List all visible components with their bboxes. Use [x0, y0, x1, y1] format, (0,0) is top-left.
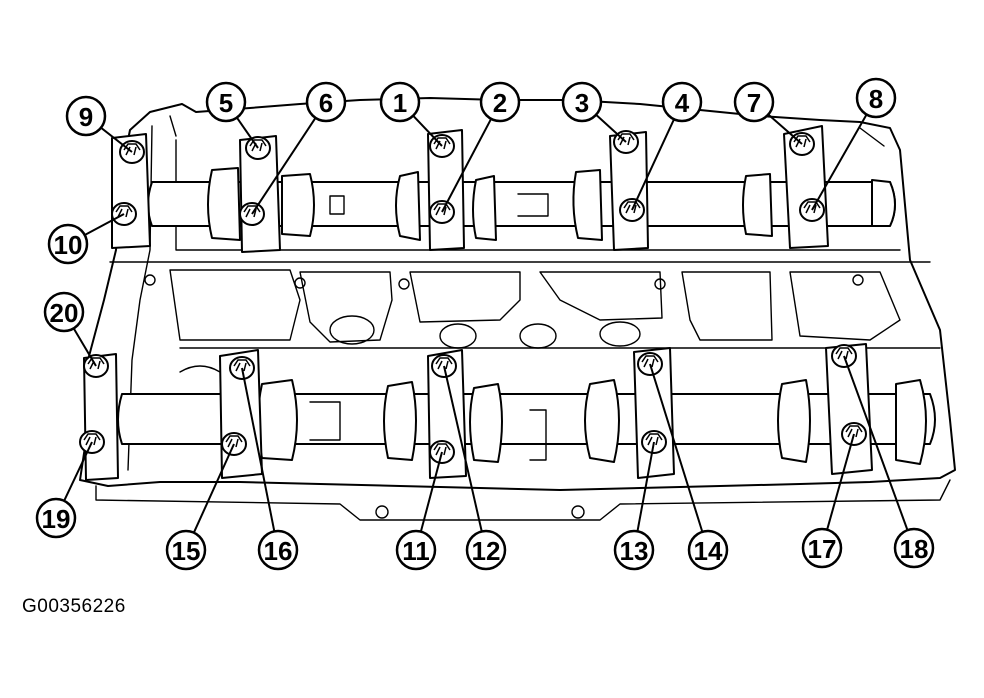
callout-number: 3 [575, 88, 589, 118]
figure-id: G00356226 [22, 596, 126, 617]
callout-15: 15 [165, 529, 207, 571]
leader-line-19 [63, 441, 93, 502]
callout-number: 19 [42, 504, 71, 534]
leader-line-12 [443, 365, 483, 532]
leader-line-3 [595, 114, 627, 143]
callout-3: 3 [561, 81, 603, 123]
callout-number: 17 [808, 534, 837, 564]
callout-1: 1 [379, 81, 421, 123]
callout-4: 4 [661, 81, 703, 123]
leader-line-20 [72, 327, 97, 367]
callout-number: 1 [393, 88, 407, 118]
upper-camshaft [147, 167, 896, 241]
callout-20: 20 [43, 291, 85, 333]
leader-line-6 [251, 117, 317, 215]
callout-number: 4 [675, 88, 690, 118]
callout-number: 8 [869, 84, 883, 114]
leader-line-9 [100, 126, 133, 153]
callout-number: 20 [50, 298, 79, 328]
callout-number: 5 [219, 88, 233, 118]
leader-line-17 [826, 433, 855, 530]
callout-10: 10 [47, 223, 89, 265]
callout-number: 12 [472, 536, 501, 566]
callout-number: 14 [694, 536, 723, 566]
callout-number: 9 [79, 102, 93, 132]
callout-number: 16 [264, 536, 293, 566]
callout-number: 6 [319, 88, 333, 118]
callout-8: 8 [855, 77, 897, 119]
callout-number: 15 [172, 536, 201, 566]
leader-lines [63, 113, 909, 534]
callout-2: 2 [479, 81, 521, 123]
callout-9: 9 [65, 95, 107, 137]
callout-number: 18 [900, 534, 929, 564]
leader-line-7 [767, 113, 803, 145]
callout-6: 6 [305, 81, 347, 123]
leader-line-15 [192, 443, 235, 534]
callout-18: 18 [893, 527, 935, 569]
callout-14: 14 [687, 529, 729, 571]
leader-line-14 [649, 363, 704, 533]
leader-line-4 [631, 118, 675, 211]
callout-12: 12 [465, 529, 507, 571]
leader-line-2 [441, 118, 493, 213]
callout-13: 13 [613, 529, 655, 571]
callout-7: 7 [733, 81, 775, 123]
leader-line-8 [811, 114, 868, 211]
callout-16: 16 [257, 529, 299, 571]
callout-19: 19 [35, 497, 77, 539]
leader-line-16 [241, 367, 276, 532]
callout-17: 17 [801, 527, 843, 569]
callout-number: 13 [620, 536, 649, 566]
leader-line-1 [412, 115, 443, 147]
callout-number: 11 [402, 536, 430, 566]
leader-line-11 [419, 451, 443, 532]
leader-line-13 [636, 441, 655, 532]
lower-camshaft [117, 365, 936, 465]
callout-number: 2 [493, 88, 507, 118]
callout-5: 5 [205, 81, 247, 123]
leader-line-18 [843, 355, 909, 531]
callout-11: 11 [395, 529, 437, 571]
callout-number: 7 [747, 88, 761, 118]
leader-line-5 [236, 117, 259, 149]
leader-line-10 [84, 213, 125, 236]
callout-number: 10 [54, 230, 83, 260]
